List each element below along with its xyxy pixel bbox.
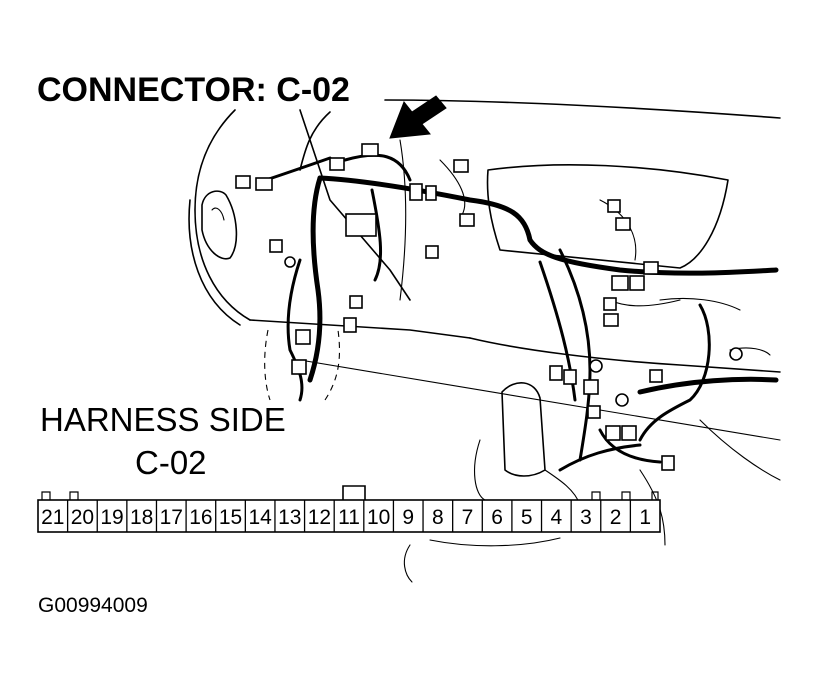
connector-key-mark <box>591 491 601 500</box>
pin-number-11: 11 <box>338 506 360 529</box>
connector-key-mark <box>651 491 659 500</box>
connector-key-mark <box>69 491 79 500</box>
pin-number-15: 15 <box>219 506 242 529</box>
pin-number-8: 8 <box>432 506 444 529</box>
arrow-icon <box>389 95 447 139</box>
connector-lock-tab <box>342 485 366 500</box>
connector-key-mark <box>621 491 631 500</box>
pin-number-13: 13 <box>278 506 301 529</box>
pin-number-4: 4 <box>550 506 562 529</box>
pin-number-20: 20 <box>71 506 94 529</box>
pin-number-21: 21 <box>41 506 64 529</box>
pin-number-1: 1 <box>639 506 651 529</box>
pin-number-3: 3 <box>580 506 592 529</box>
pin-number-10: 10 <box>367 506 390 529</box>
pin-number-16: 16 <box>189 506 212 529</box>
pin-number-7: 7 <box>462 506 474 529</box>
pin-number-5: 5 <box>521 506 533 529</box>
pin-number-2: 2 <box>610 506 622 529</box>
pin-number-17: 17 <box>160 506 183 529</box>
pin-number-9: 9 <box>402 506 414 529</box>
pin-number-19: 19 <box>100 506 123 529</box>
connector-title: CONNECTOR: C-02 <box>37 71 350 109</box>
connector-key-mark <box>41 491 51 500</box>
wiring-harness <box>258 139 779 472</box>
connector-body <box>37 499 661 533</box>
harness-side-label: HARNESS SIDE <box>40 401 286 438</box>
pin-number-18: 18 <box>130 506 153 529</box>
pin-number-6: 6 <box>491 506 503 529</box>
figure-id: G00994009 <box>38 594 148 617</box>
harness-side-connector-id: C-02 <box>135 444 207 481</box>
pin-number-14: 14 <box>248 506 272 529</box>
pin-number-12: 12 <box>308 506 331 529</box>
dashboard-outline <box>188 99 781 583</box>
harness-connectors <box>235 143 743 471</box>
